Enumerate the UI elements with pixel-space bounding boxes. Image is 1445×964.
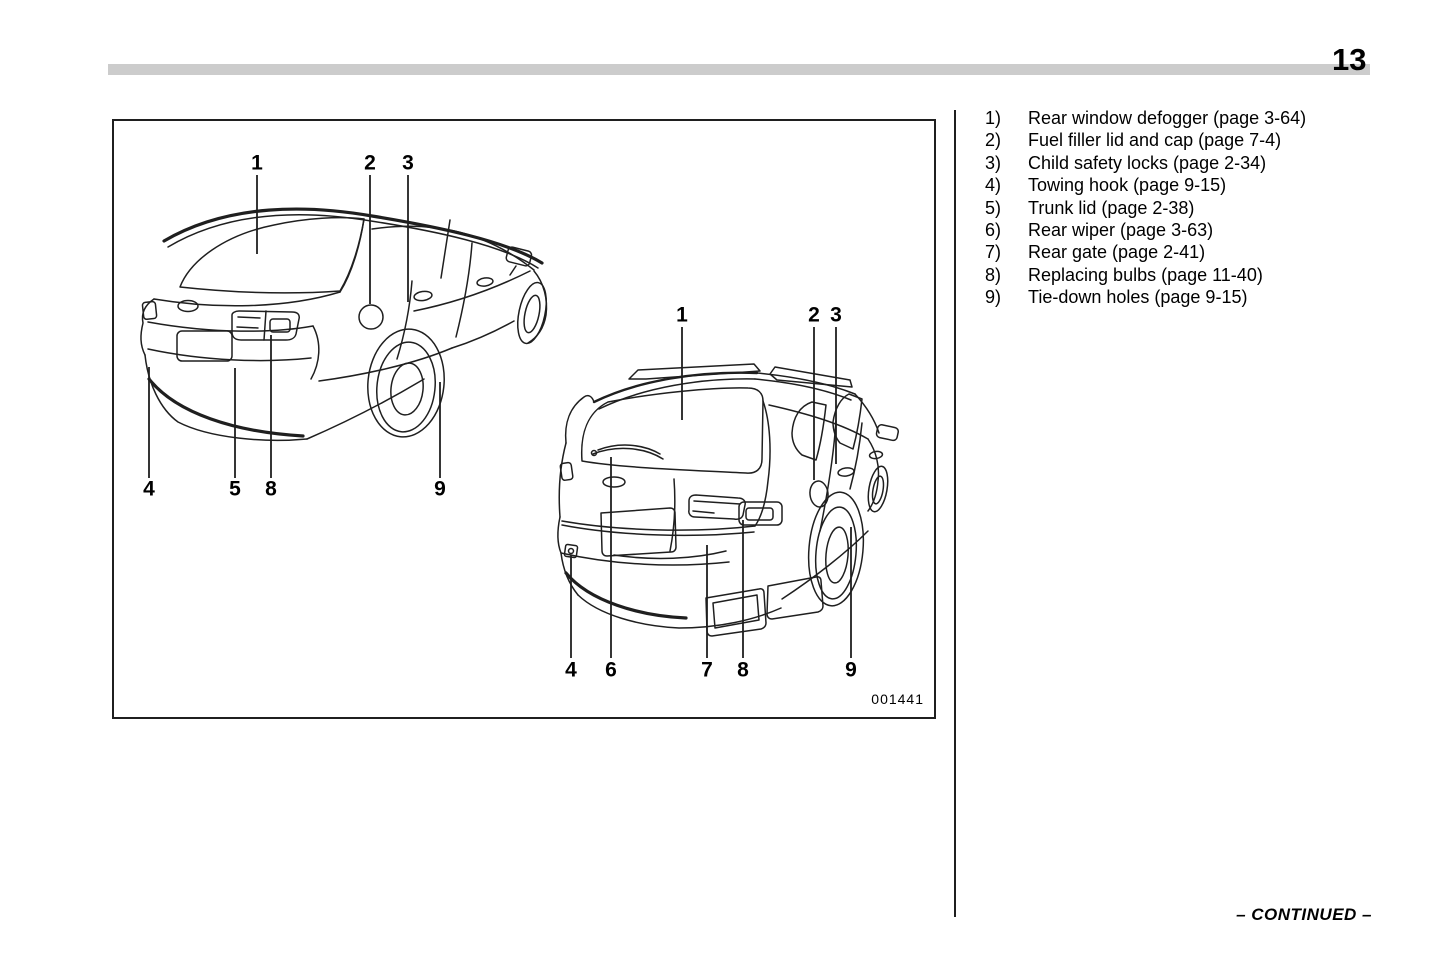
callout-sedan-5: 5: [229, 477, 241, 501]
legend-item-label: Rear window defogger (page 3-64): [1028, 108, 1307, 128]
callout-sedan-8: 8: [265, 477, 277, 501]
page-number: 13: [1332, 42, 1367, 77]
callout-sedan-4: 4: [143, 477, 155, 501]
sedan-illustration: [140, 207, 548, 442]
legend-item: 5) Trunk lid (page 2-38): [985, 197, 1306, 219]
wagon-leader-lines: [570, 327, 852, 658]
legend-item: 7) Rear gate (page 2-41): [985, 241, 1306, 263]
vehicle-figure-box: 1 2 3 4 5 8 9 1 2 3 4 6 7 8 9 001441: [112, 119, 936, 719]
legend-item-number: 2): [985, 130, 1002, 151]
vehicle-line-art: [140, 175, 900, 658]
callout-wagon-2: 2: [808, 303, 820, 327]
legend-item-label: Towing hook (page 9-15): [1028, 175, 1227, 196]
callout-wagon-4: 4: [565, 658, 577, 682]
legend-item-label: Trunk lid (page 2-38): [1028, 197, 1195, 218]
legend-item: 1) Rear window defogger (page 3-64): [985, 107, 1306, 129]
legend-item-number: 8): [985, 264, 1002, 285]
callout-sedan-3: 3: [402, 151, 414, 175]
figure-code: 001441: [871, 691, 924, 707]
legend-item: 2) Fuel filler lid and cap (page 7-4): [985, 129, 1306, 151]
callout-wagon-8: 8: [737, 658, 749, 682]
legend-item: 8) Replacing bulbs (page 11-40): [985, 264, 1306, 286]
legend-item-label: Rear gate (page 2-41): [1028, 242, 1206, 263]
legend: 1) Rear window defogger (page 3-64) 2) F…: [985, 107, 1306, 309]
legend-item-label: Fuel filler lid and cap (page 7-4): [1028, 130, 1282, 151]
callout-wagon-3: 3: [830, 303, 842, 327]
legend-item-number: 1): [985, 108, 1002, 128]
legend-item-number: 3): [985, 152, 1002, 173]
legend-item: 9) Tie-down holes (page 9-15): [985, 286, 1306, 308]
legend-item-label: Tie-down holes (page 9-15): [1028, 287, 1248, 308]
continued-footer: – CONTINUED –: [1236, 905, 1372, 924]
callout-wagon-1: 1: [676, 303, 688, 327]
legend-item-number: 6): [985, 220, 1002, 241]
callout-wagon-7: 7: [701, 658, 713, 682]
callout-sedan-1: 1: [251, 151, 263, 175]
legend-item-label: Rear wiper (page 3-63): [1028, 220, 1214, 241]
legend-item-label: Child safety locks (page 2-34): [1028, 152, 1267, 173]
legend-item: 3) Child safety locks (page 2-34): [985, 152, 1306, 174]
legend-item-number: 5): [985, 197, 1002, 218]
header-rule-bar: [108, 64, 1370, 75]
legend-item: 6) Rear wiper (page 3-63): [985, 219, 1306, 241]
callout-sedan-2: 2: [364, 151, 376, 175]
legend-item: 4) Towing hook (page 9-15): [985, 174, 1306, 196]
legend-item-number: 7): [985, 242, 1002, 263]
callout-wagon-9: 9: [845, 658, 857, 682]
callout-wagon-6: 6: [605, 658, 617, 682]
legend-item-number: 9): [985, 287, 1002, 308]
legend-item-label: Replacing bulbs (page 11-40): [1028, 264, 1263, 285]
sedan-leader-lines: [148, 175, 441, 478]
column-divider: [954, 110, 956, 917]
wagon-illustration: [557, 363, 900, 637]
legend-item-number: 4): [985, 175, 1002, 196]
callout-sedan-9: 9: [434, 477, 446, 501]
